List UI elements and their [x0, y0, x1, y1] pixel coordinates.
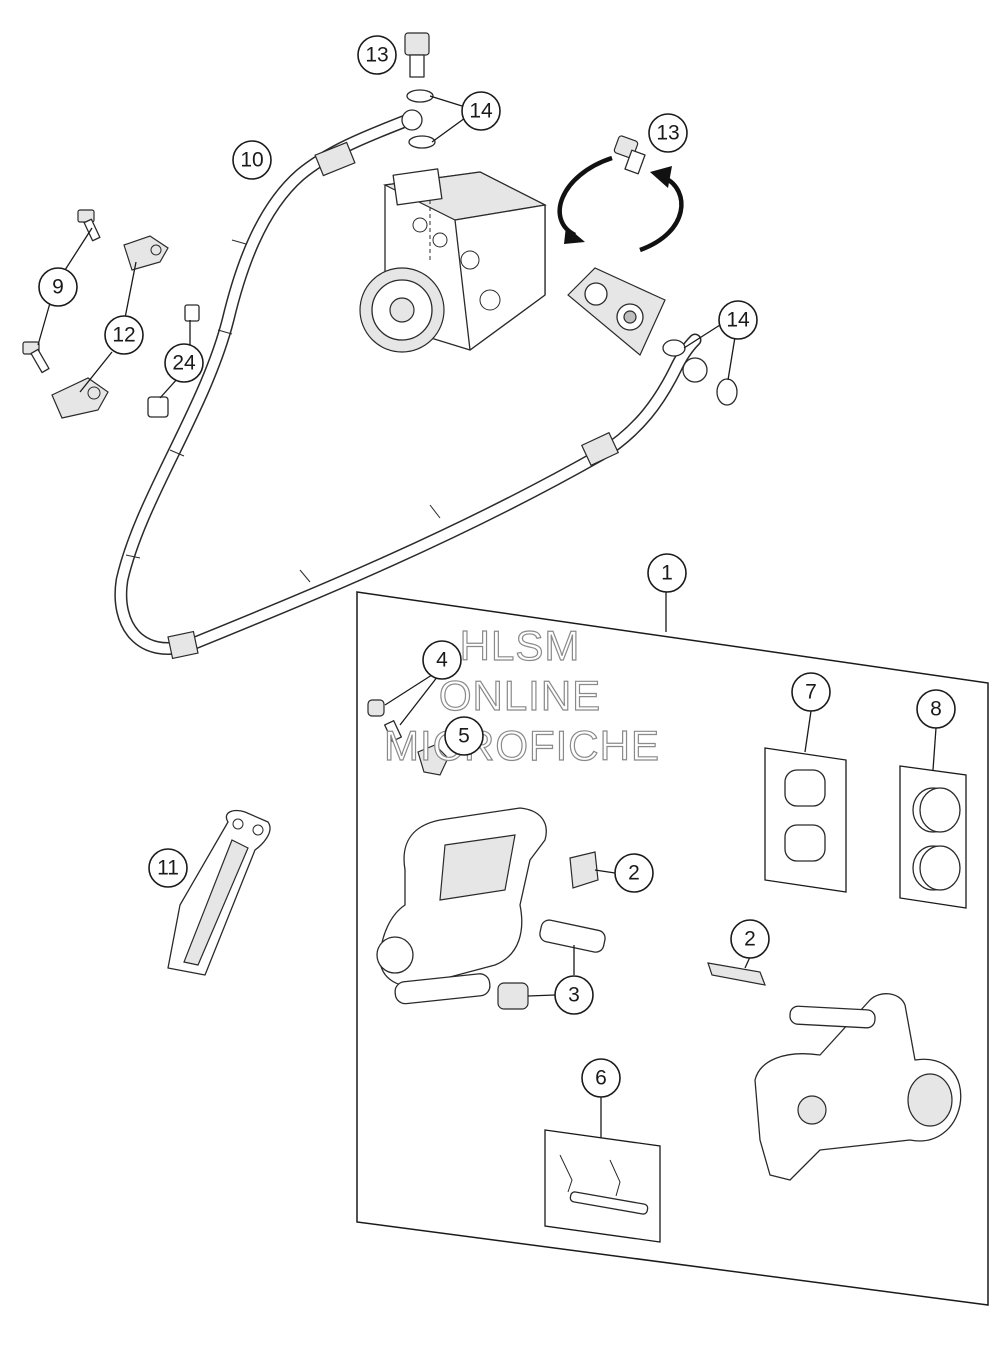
brake-caliper: [376, 807, 547, 1005]
callout-2-upper: 2: [614, 853, 654, 893]
clip-24-lower: [147, 396, 169, 418]
callout-7: 7: [791, 672, 831, 712]
callout-2-lower: 2: [730, 919, 770, 959]
callout-13-right: 13: [648, 113, 688, 153]
brake-pad: [167, 809, 271, 976]
pin-set-bag: [544, 1129, 661, 1243]
bolt-9-bottom: [22, 341, 50, 374]
rotate-arrows-icon: [557, 155, 684, 253]
watermark-line3: MICROFICHE: [384, 722, 660, 769]
callout-12: 12: [104, 315, 144, 355]
callout-4-label: 4: [436, 649, 448, 672]
callout-6-label: 6: [595, 1067, 607, 1090]
watermark-line2: ONLINE: [439, 672, 601, 719]
bleeder-nut: [417, 744, 449, 776]
callout-5: 5: [444, 716, 484, 756]
callout-13-right-label: 13: [656, 122, 679, 145]
callout-14-top: 14: [461, 91, 501, 131]
abs-module: [359, 168, 547, 353]
clip-24-upper: [184, 304, 200, 322]
callout-2-lower-label: 2: [744, 928, 756, 951]
guide-bushing: [497, 982, 529, 1010]
watermark: HLSM ONLINE MICROFICHE: [383, 621, 660, 769]
bolt-9-top: [77, 209, 101, 242]
leader-lines: [37, 95, 937, 1138]
callout-14-right: 14: [718, 300, 758, 340]
callout-9: 9: [38, 267, 78, 307]
callout-3-label: 3: [568, 984, 580, 1007]
pad-spring-lower: [707, 962, 766, 986]
banjo-bolt-right: [613, 135, 646, 175]
callout-10: 10: [232, 140, 272, 180]
callout-12-label: 12: [112, 324, 135, 347]
callout-5-label: 5: [458, 725, 470, 748]
bleeder-screw: [384, 720, 402, 742]
guide-pin: [539, 919, 606, 953]
sealing-ring-right-2: [716, 378, 738, 406]
sealing-ring-top-2: [408, 135, 436, 149]
callout-13-top-label: 13: [365, 44, 388, 67]
sealing-ring-top-1: [406, 89, 434, 103]
callout-4: 4: [422, 640, 462, 680]
watermark-line1: HLSM: [460, 622, 581, 669]
callout-11-label: 11: [157, 857, 179, 880]
callout-8-label: 8: [930, 698, 942, 721]
abs-adapter-plate: [567, 267, 666, 356]
callout-1: 1: [647, 553, 687, 593]
callout-24-label: 24: [172, 352, 196, 375]
piston-bag: [764, 747, 847, 893]
callout-14-top-label: 14: [469, 100, 493, 123]
brake-hose: [114, 109, 708, 660]
caliper-bracket: [754, 993, 962, 1181]
hose-clamp-upper: [123, 235, 169, 271]
bleeder-cap: [367, 699, 385, 717]
callout-7-label: 7: [805, 681, 817, 704]
callout-24: 24: [164, 343, 204, 383]
callout-11: 11: [148, 848, 188, 888]
callout-3: 3: [554, 975, 594, 1015]
callout-8: 8: [916, 689, 956, 729]
callout-6: 6: [581, 1058, 621, 1098]
seal-kit-bag: [899, 765, 967, 909]
callout-2-upper-label: 2: [628, 862, 640, 885]
callout-10-label: 10: [240, 149, 263, 172]
callout-14-right-label: 14: [726, 309, 750, 332]
callout-9-label: 9: [52, 276, 64, 299]
callout-1-label: 1: [661, 562, 673, 585]
sealing-ring-right-1: [662, 339, 686, 357]
banjo-bolt-top: [404, 32, 430, 78]
pad-spring-upper: [569, 851, 599, 889]
callout-13-top: 13: [357, 35, 397, 75]
hose-clamp-lower: [51, 377, 109, 419]
